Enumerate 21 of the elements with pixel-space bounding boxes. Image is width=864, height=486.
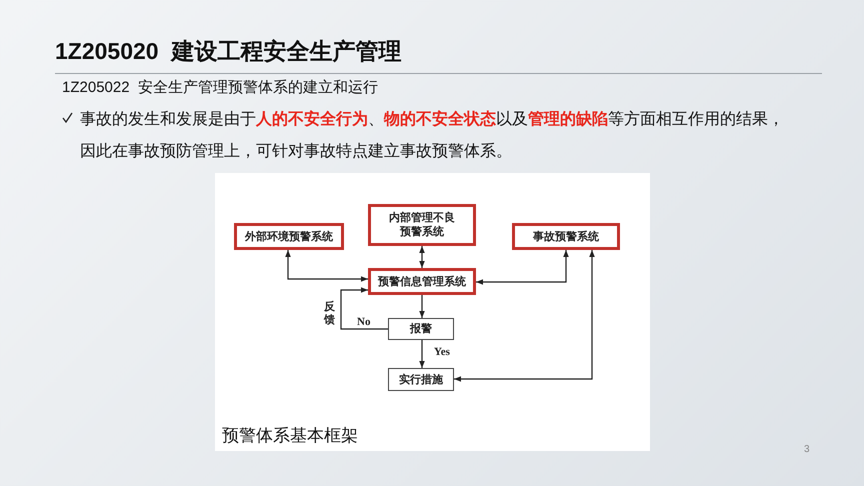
page-number: 3: [804, 444, 810, 455]
feedback-label: 反馈: [324, 300, 336, 326]
system-box: 事故预警系统: [512, 223, 620, 250]
caption: 预警体系基本框架: [222, 425, 358, 447]
edge-label: No: [356, 316, 372, 328]
bullet-text: 事故的发生和发展是由于人的不安全行为、物的不安全状态以及管理的缺陷等方面相互作用的结果，因此在事故预防管理上，可针对事故特点建立事故预警体系。: [80, 109, 785, 162]
system-box: 预警信息管理系统: [368, 268, 476, 295]
system-box: 内部管理不良预警系统: [368, 204, 476, 246]
arrow: [419, 246, 425, 268]
arrow: [454, 250, 595, 382]
slide-title: 1Z205020 建设工程安全生产管理: [55, 37, 402, 66]
process-box: 报警: [388, 318, 454, 340]
arrow: [340, 287, 388, 330]
arrow: [419, 295, 425, 318]
subtitle: 1Z205022 安全生产管理预警体系的建立和运行: [62, 78, 378, 97]
edge-label: Yes: [433, 346, 451, 358]
process-box: 实行措施: [388, 368, 454, 391]
arrow: [285, 250, 368, 282]
system-box: 外部环境预警系统: [234, 223, 344, 250]
arrow: [419, 340, 425, 368]
arrow: [476, 250, 569, 285]
